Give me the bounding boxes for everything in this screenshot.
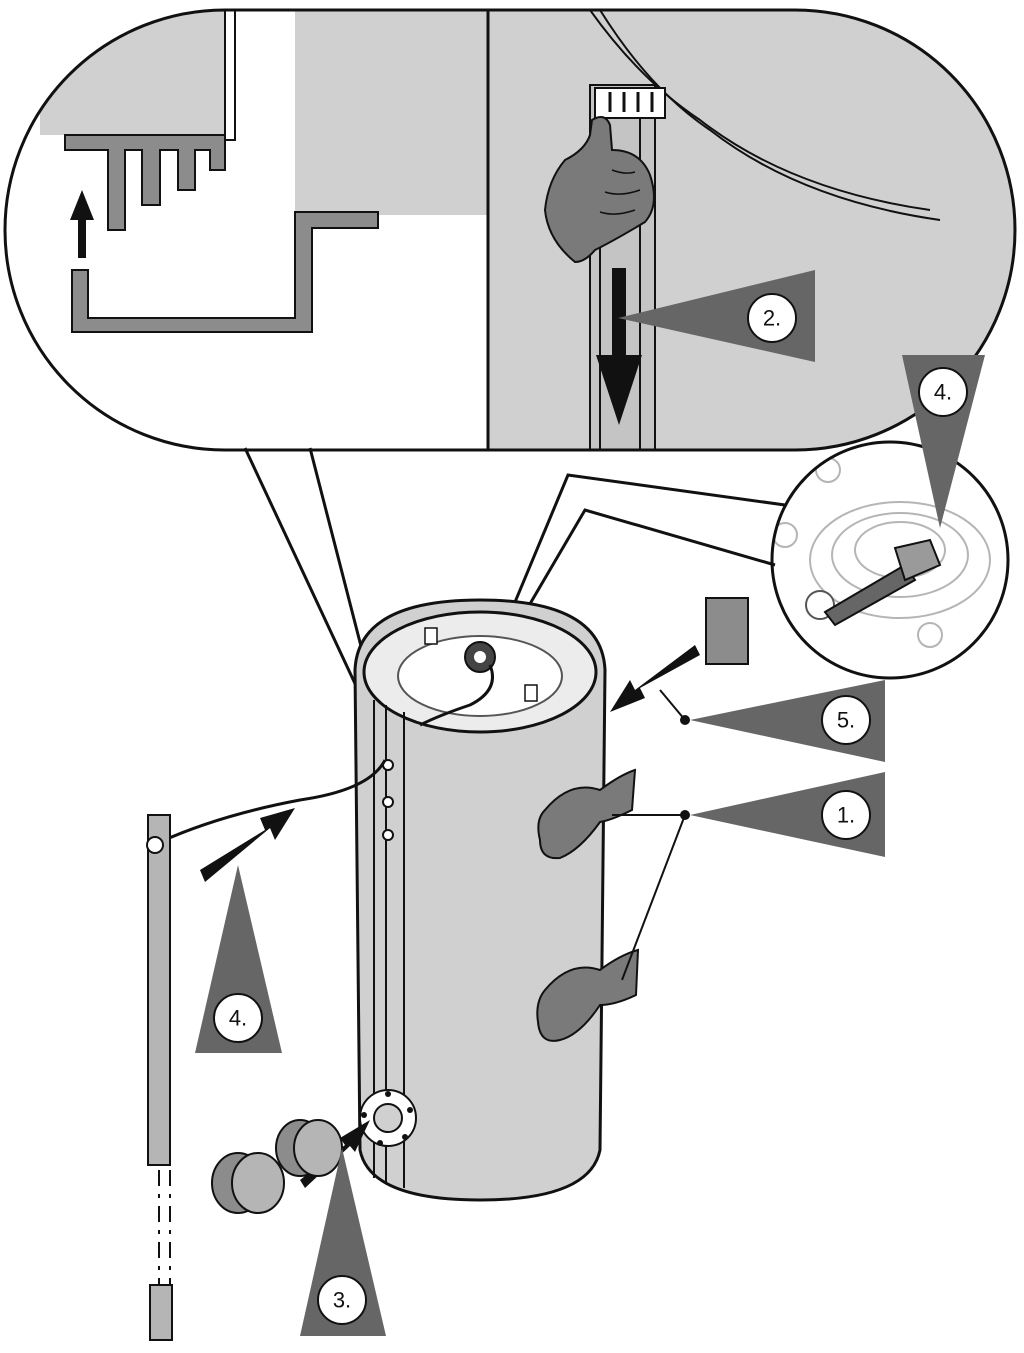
arrow-down-icon <box>596 268 642 425</box>
cover-panel <box>705 597 749 665</box>
step-5-label: 5. <box>837 708 855 733</box>
magnified-detail-panel <box>3 8 1017 452</box>
step-5-callout: 5. <box>690 680 885 762</box>
step-4-callout: 4. <box>195 865 282 1053</box>
tank-body <box>353 598 607 1202</box>
step-4-detail-callout: 4. <box>902 355 985 528</box>
step-2-label: 2. <box>763 306 781 331</box>
step-1-callout: 1. <box>690 772 885 857</box>
arrow-attach-panel-icon <box>610 645 700 712</box>
sensor-strip <box>146 814 173 1341</box>
arrow-up-icon <box>70 190 94 258</box>
capsule-outline <box>3 8 1017 452</box>
sensor-cable <box>159 759 387 844</box>
vertical-rail <box>589 84 666 450</box>
leader-lines <box>612 689 686 981</box>
hand-lower-icon <box>536 948 640 1042</box>
detail-circle-outline <box>770 440 1010 680</box>
plug-caps <box>211 1119 343 1214</box>
step-4-label: 4. <box>229 1006 247 1031</box>
step-1-label: 1. <box>837 803 855 828</box>
step-4-detail-label: 4. <box>934 380 952 405</box>
rail-profile <box>71 211 379 333</box>
bottom-flange <box>359 1089 417 1147</box>
element-connection-detail <box>770 440 1010 680</box>
hand-pressing-icon <box>543 115 655 264</box>
step-3-label: 3. <box>333 1288 351 1313</box>
step-3-callout: 3. <box>300 1148 386 1336</box>
hand-upper-icon <box>537 768 637 860</box>
water-heater-tank <box>353 598 607 1202</box>
comb-teeth <box>64 134 226 231</box>
step-2-callout: 2. <box>618 270 815 362</box>
rail-gray-block <box>295 10 488 215</box>
arrow-insert-strip-icon <box>200 808 295 882</box>
